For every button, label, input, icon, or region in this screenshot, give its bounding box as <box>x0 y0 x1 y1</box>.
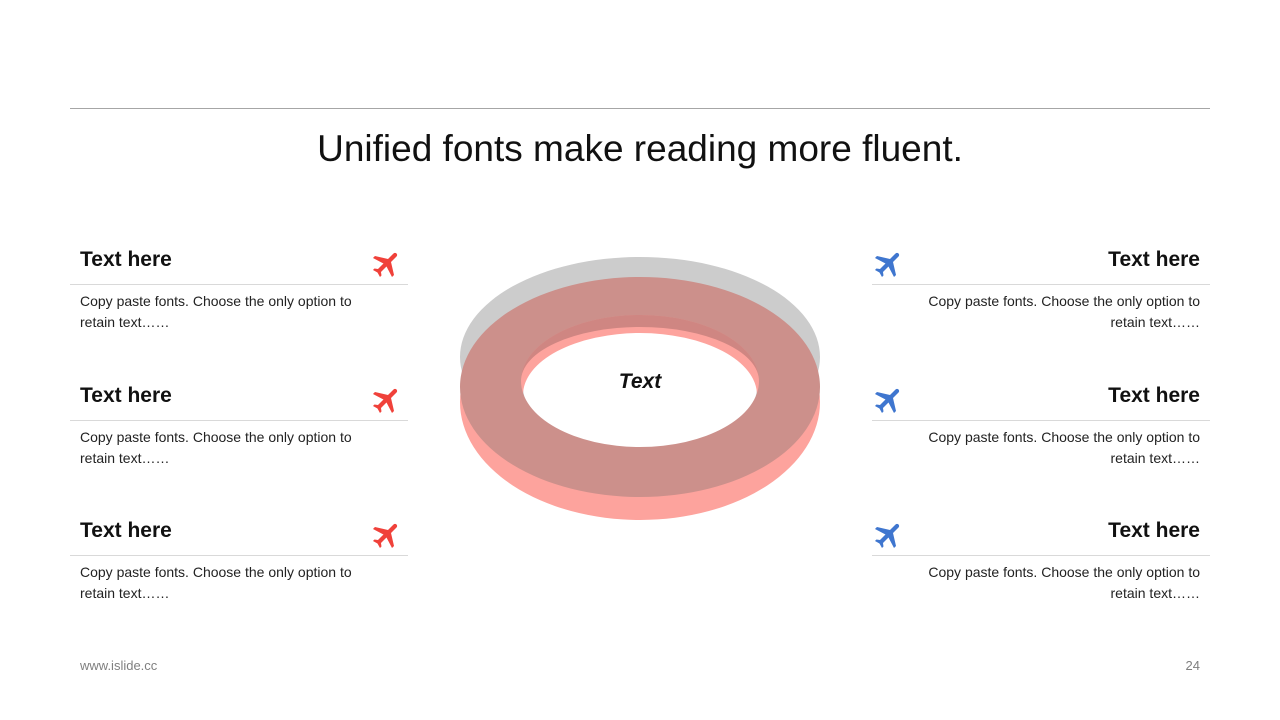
ring-top <box>460 277 820 497</box>
right-item-2: Text here Copy paste fonts. Choose the o… <box>872 372 1210 472</box>
right-item-1: Text here Copy paste fonts. Choose the o… <box>872 236 1210 336</box>
item-heading: Text here <box>1108 384 1200 407</box>
airplane-icon <box>370 383 404 417</box>
left-item-1: Text here Copy paste fonts. Choose the o… <box>70 236 408 336</box>
item-body: Copy paste fonts. Choose the only option… <box>80 429 352 466</box>
item-body: Copy paste fonts. Choose the only option… <box>928 564 1200 601</box>
airplane-icon <box>370 247 404 281</box>
page-number: 24 <box>1185 658 1200 673</box>
item-divider <box>70 284 408 285</box>
item-divider <box>872 555 1210 556</box>
airplane-icon <box>370 518 404 552</box>
item-heading: Text here <box>80 519 172 542</box>
top-divider <box>70 108 1210 109</box>
item-divider <box>872 284 1210 285</box>
slide-title: Unified fonts make reading more fluent. <box>317 128 963 169</box>
item-body: Copy paste fonts. Choose the only option… <box>80 293 352 330</box>
item-heading: Text here <box>80 384 172 407</box>
center-ring-graphic <box>455 255 825 525</box>
item-body: Copy paste fonts. Choose the only option… <box>928 293 1200 330</box>
item-divider <box>70 555 408 556</box>
item-body: Copy paste fonts. Choose the only option… <box>80 564 352 601</box>
left-item-2: Text here Copy paste fonts. Choose the o… <box>70 372 408 472</box>
item-divider <box>872 420 1210 421</box>
item-heading: Text here <box>1108 519 1200 542</box>
airplane-icon <box>872 518 906 552</box>
item-heading: Text here <box>1108 248 1200 271</box>
footer-url[interactable]: www.islide.cc <box>80 658 158 673</box>
left-item-3: Text here Copy paste fonts. Choose the o… <box>70 507 408 607</box>
ring-inner-wall <box>521 315 759 381</box>
center-label: Text <box>618 370 662 393</box>
airplane-icon <box>872 247 906 281</box>
right-item-3: Text here Copy paste fonts. Choose the o… <box>872 507 1210 607</box>
item-body: Copy paste fonts. Choose the only option… <box>928 429 1200 466</box>
item-heading: Text here <box>80 248 172 271</box>
item-divider <box>70 420 408 421</box>
airplane-icon <box>872 383 906 417</box>
